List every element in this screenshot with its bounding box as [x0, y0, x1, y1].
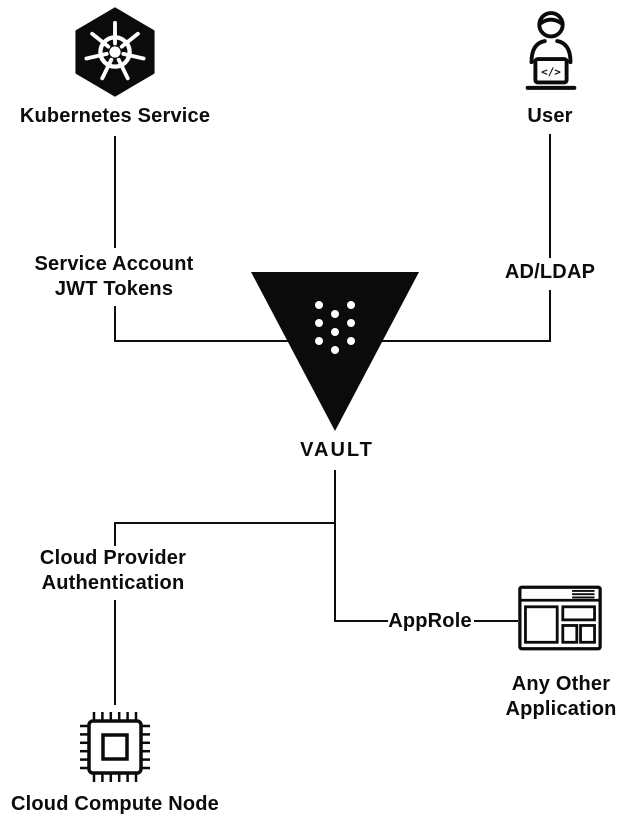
- vault-label: VAULT: [300, 439, 374, 461]
- user-label: User: [527, 105, 573, 127]
- kubernetes-helm-icon: [72, 5, 158, 99]
- connector-vault-split-left: [114, 522, 336, 524]
- cloud-provider-authentication-label: Cloud Provider Authentication: [40, 546, 186, 596]
- ad-ldap-label: AD/LDAP: [504, 261, 596, 283]
- user-laptop-icon: </>: [512, 6, 590, 98]
- connector-kubernetes-down-2: [114, 306, 116, 342]
- kubernetes-service-label: Kubernetes Service: [19, 105, 211, 127]
- connector-approle-right: [474, 620, 518, 622]
- connector-user-to-vault: [380, 340, 551, 342]
- connector-user-down-2: [549, 290, 551, 342]
- authentication-line: Authentication: [41, 572, 185, 594]
- service-account-jwt-tokens-label: Service Account JWT Tokens: [35, 252, 194, 302]
- approle-label: AppRole: [388, 610, 472, 632]
- connector-kubernetes-to-vault: [114, 340, 290, 342]
- browser-window-icon: [518, 585, 602, 651]
- any-other-line: Any Other: [511, 673, 611, 695]
- connector-cloud-provider-down-2: [114, 600, 116, 705]
- service-account-line: Service Account: [34, 253, 194, 275]
- code-brackets-glyph: </>: [541, 65, 561, 78]
- connector-kubernetes-down-1: [114, 136, 116, 248]
- connector-vault-down: [334, 470, 336, 622]
- connector-approle-left: [334, 620, 388, 622]
- cpu-chip-icon: [73, 705, 157, 789]
- jwt-tokens-line: JWT Tokens: [54, 278, 174, 300]
- cloud-compute-node-label: Cloud Compute Node: [10, 793, 220, 815]
- cloud-provider-line: Cloud Provider: [39, 547, 187, 569]
- application-line: Application: [505, 698, 617, 720]
- any-other-application-label: Any Other Application: [505, 672, 616, 722]
- connector-user-down-1: [549, 134, 551, 258]
- connector-cloud-provider-down-1: [114, 522, 116, 546]
- vault-logo-icon: [250, 271, 420, 432]
